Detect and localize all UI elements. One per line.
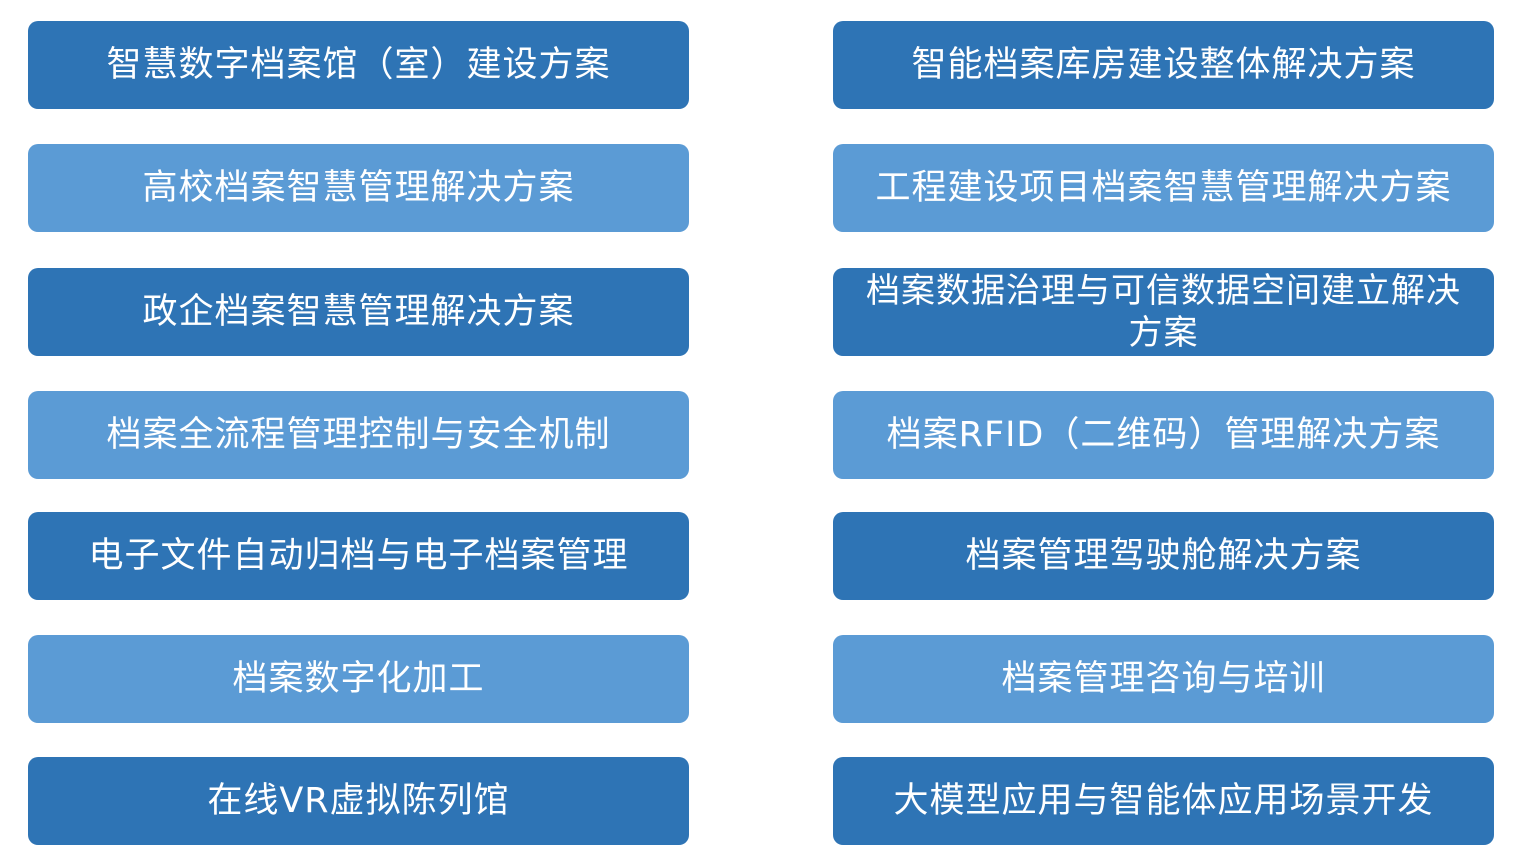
- solution-card-label: 档案RFID（二维码）管理解决方案: [886, 415, 1441, 455]
- solution-card-data-governance[interactable]: 档案数据治理与可信数据空间建立解决方案: [833, 268, 1494, 356]
- solution-card-full-process-security[interactable]: 档案全流程管理控制与安全机制: [28, 391, 689, 479]
- solution-card-rfid-qrcode[interactable]: 档案RFID（二维码）管理解决方案: [833, 391, 1494, 479]
- solution-card-label: 档案管理驾驶舱解决方案: [965, 536, 1362, 576]
- solution-card-smart-storage[interactable]: 智能档案库房建设整体解决方案: [833, 21, 1494, 109]
- solution-card-label: 政企档案智慧管理解决方案: [142, 292, 575, 332]
- solution-card-label: 智能档案库房建设整体解决方案: [911, 45, 1416, 85]
- solution-card-label: 工程建设项目档案智慧管理解决方案: [875, 168, 1452, 208]
- solution-card-label: 智慧数字档案馆（室）建设方案: [106, 45, 611, 85]
- solution-card-label: 高校档案智慧管理解决方案: [142, 168, 575, 208]
- solution-card-government-enterprise-archive[interactable]: 政企档案智慧管理解决方案: [28, 268, 689, 356]
- solution-card-digitization-processing[interactable]: 档案数字化加工: [28, 635, 689, 723]
- solution-card-management-cockpit[interactable]: 档案管理驾驶舱解决方案: [833, 512, 1494, 600]
- solution-card-university-archive[interactable]: 高校档案智慧管理解决方案: [28, 144, 689, 232]
- solution-card-label: 档案全流程管理控制与安全机制: [106, 415, 611, 455]
- solution-card-engineering-project-archive[interactable]: 工程建设项目档案智慧管理解决方案: [833, 144, 1494, 232]
- solution-card-label: 在线VR虚拟陈列馆: [207, 781, 510, 821]
- solution-card-label: 档案数字化加工: [232, 659, 485, 699]
- solution-card-label: 档案管理咨询与培训: [1001, 659, 1326, 699]
- solution-card-consulting-training[interactable]: 档案管理咨询与培训: [833, 635, 1494, 723]
- solution-card-label: 档案数据治理与可信数据空间建立解决方案: [866, 271, 1461, 353]
- solution-card-vr-exhibition[interactable]: 在线VR虚拟陈列馆: [28, 757, 689, 845]
- solution-card-smart-digital-archive[interactable]: 智慧数字档案馆（室）建设方案: [28, 21, 689, 109]
- solution-card-llm-agent-scenarios[interactable]: 大模型应用与智能体应用场景开发: [833, 757, 1494, 845]
- solution-card-label: 大模型应用与智能体应用场景开发: [893, 781, 1434, 821]
- solution-card-electronic-archiving[interactable]: 电子文件自动归档与电子档案管理: [28, 512, 689, 600]
- solution-card-label: 电子文件自动归档与电子档案管理: [88, 536, 629, 576]
